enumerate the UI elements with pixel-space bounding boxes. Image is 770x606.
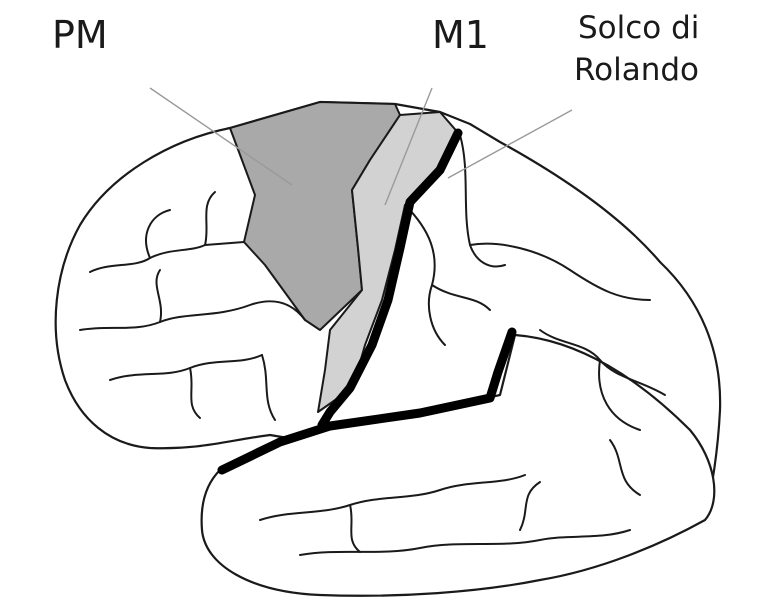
sulcus-label-line1: Solco di: [578, 10, 699, 46]
pm-label: PM: [52, 13, 108, 57]
m1-label: M1: [432, 13, 489, 57]
sulcus-label-line2: Rolando: [574, 52, 699, 88]
